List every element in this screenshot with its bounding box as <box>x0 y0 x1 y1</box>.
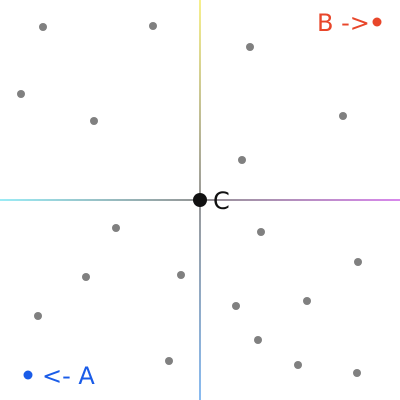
point-b-marker <box>372 17 382 27</box>
scatter-point <box>232 302 240 310</box>
scatter-point <box>39 23 47 31</box>
scatter-point <box>238 156 246 164</box>
scatter-point <box>34 312 42 320</box>
scatter-point <box>177 271 185 279</box>
point-a-marker <box>23 370 33 380</box>
scatter-point <box>246 43 254 51</box>
label-b: B -> <box>317 9 370 37</box>
scatter-point <box>257 228 265 236</box>
scatter-point <box>112 224 120 232</box>
scatter-point <box>82 273 90 281</box>
scatter-point <box>149 22 157 30</box>
label-c: C <box>213 187 230 215</box>
center-point-c <box>193 193 207 207</box>
scatter-point <box>254 336 262 344</box>
scatter-point <box>90 117 98 125</box>
scatter-point <box>339 112 347 120</box>
scatter-point <box>17 90 25 98</box>
scatter-point <box>165 357 173 365</box>
scatter-point <box>353 369 361 377</box>
points-layer <box>17 22 362 377</box>
label-a: <- A <box>42 362 95 390</box>
scatter-point <box>354 258 362 266</box>
scatter-point <box>303 297 311 305</box>
scatter-point <box>294 361 302 369</box>
